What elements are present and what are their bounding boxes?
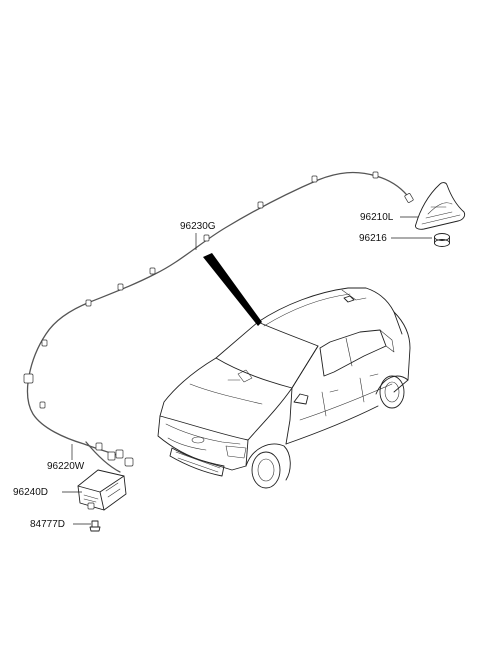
antenna-cable — [23, 171, 414, 473]
callout-wedge — [203, 253, 262, 326]
part-label-96220W: 96220W — [47, 461, 85, 472]
leader-lines — [62, 216, 432, 525]
part-label-96210L: 96210L — [360, 212, 394, 223]
part-label-96240D: 96240D — [13, 487, 48, 498]
mounting-bolt — [89, 520, 101, 532]
part-label-96230G: 96230G — [180, 221, 216, 232]
antenna-pad — [434, 233, 450, 247]
vehicle-illustration — [157, 287, 411, 489]
shark-fin-antenna — [415, 182, 466, 230]
part-label-84777D: 84777D — [30, 519, 65, 530]
antenna-module — [77, 469, 127, 511]
part-label-96216: 96216 — [359, 233, 387, 244]
